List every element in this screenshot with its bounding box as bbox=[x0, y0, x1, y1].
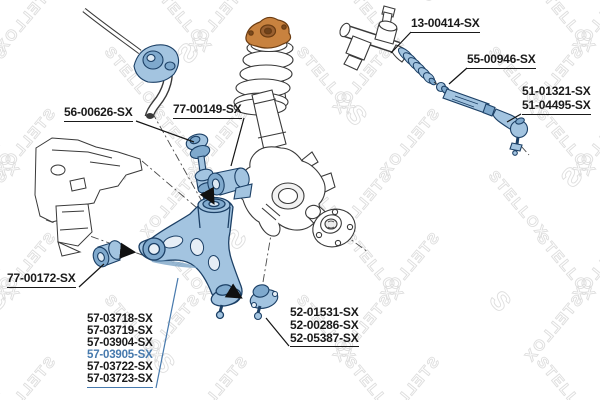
svg-text:S: S bbox=[410, 0, 444, 7]
part-number-item[interactable]: 57-03723-SX bbox=[87, 373, 153, 385]
leader-lines bbox=[78, 31, 522, 389]
subframe bbox=[34, 137, 143, 257]
arrow-icon bbox=[119, 242, 137, 259]
part-number-item[interactable]: 57-03718-SX bbox=[87, 313, 153, 325]
part-label-control-arm-front-bushing[interactable]: 77-00172-SX bbox=[7, 272, 76, 288]
highlight-leader-line bbox=[155, 277, 179, 389]
part-number-item[interactable]: 57-03722-SX bbox=[87, 361, 153, 373]
steering-rack-boot bbox=[397, 47, 437, 86]
part-number-item[interactable]: 52-00286-SX bbox=[290, 318, 359, 332]
part-label-inner-tie-rod[interactable]: 55-00946-SX bbox=[467, 53, 536, 69]
svg-text:STELLOX: STELLOX bbox=[0, 0, 59, 56]
part-number-item[interactable]: 52-01531-SX bbox=[290, 305, 359, 319]
svg-text:STELLOX: STELLOX bbox=[377, 106, 443, 181]
part-number-item[interactable]: 57-03904-SX bbox=[87, 337, 153, 349]
assembly-arrow-icons bbox=[119, 186, 243, 299]
svg-text:S: S bbox=[483, 285, 517, 318]
arrow-icon bbox=[199, 186, 215, 205]
svg-text:STELLOX: STELLOX bbox=[0, 168, 11, 243]
svg-text:STELLOX: STELLOX bbox=[0, 354, 59, 400]
tie-rod-end bbox=[492, 108, 529, 156]
part-label-ball-joint-list[interactable]: 52-01531-SX 52-00286-SX 52-05387-SX bbox=[290, 306, 359, 347]
part-label-stabilizer-link[interactable]: 56-00626-SX bbox=[64, 106, 133, 122]
control-arm-rear-bushing-part bbox=[207, 167, 253, 200]
part-label-rack-boot[interactable]: 13-00414-SX bbox=[411, 17, 480, 33]
control-arm-front-bushing-part bbox=[92, 240, 124, 268]
part-label-control-arm-list[interactable]: 57-03718-SX 57-03719-SX 57-03904-SX 57-0… bbox=[87, 313, 153, 388]
svg-text:STELLOX: STELLOX bbox=[185, 354, 251, 400]
inner-tie-rod bbox=[435, 81, 496, 117]
strut-spring-assembly bbox=[233, 16, 294, 151]
svg-text:STELLOX: STELLOX bbox=[0, 230, 59, 305]
part-label-control-arm-rear-bushing[interactable]: 77-00149-SX bbox=[173, 103, 242, 119]
steering-rack bbox=[339, 5, 529, 156]
part-number-item[interactable]: 51-01321-SX bbox=[522, 84, 591, 98]
svg-text:STELLOX: STELLOX bbox=[521, 292, 587, 367]
stabilizer-bar-bracket bbox=[133, 44, 180, 83]
part-number-item[interactable]: 52-05387-SX bbox=[290, 331, 359, 345]
ball-joint-part bbox=[249, 284, 279, 321]
arrow-icon bbox=[224, 283, 243, 299]
part-number-item-highlighted[interactable]: 57-03905-SX bbox=[87, 349, 153, 361]
steering-knuckle bbox=[238, 146, 336, 237]
svg-text:STELLOX: STELLOX bbox=[533, 354, 599, 400]
svg-text:STELLOX: STELLOX bbox=[0, 44, 11, 119]
strut-mount bbox=[245, 16, 292, 49]
wheel-hub bbox=[305, 204, 356, 248]
part-number-item[interactable]: 51-04495-SX bbox=[522, 98, 591, 112]
part-label-tie-rod-end[interactable]: 51-01321-SX 51-04495-SX bbox=[522, 84, 591, 115]
part-number-item[interactable]: 57-03719-SX bbox=[87, 325, 153, 337]
svg-text:STELLOX: STELLOX bbox=[485, 168, 551, 243]
